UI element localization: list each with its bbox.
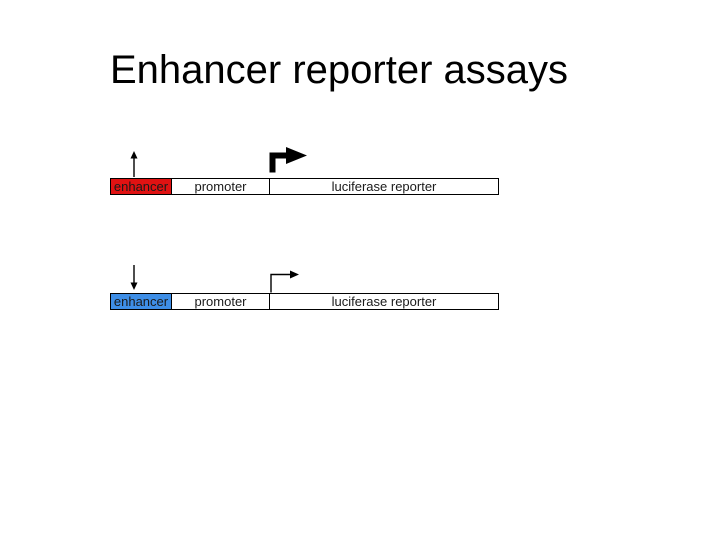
enhancer-box-inactive: enhancer xyxy=(111,294,172,309)
active-enhancer-construct: enhancer promoter luciferase reporter xyxy=(110,178,499,195)
enhancer-box-active: enhancer xyxy=(111,179,172,194)
strong-transcription-arrow-icon xyxy=(269,147,307,173)
inactive-enhancer-construct: enhancer promoter luciferase reporter xyxy=(110,293,499,310)
promoter-box: promoter xyxy=(172,294,270,309)
luciferase-reporter-box: luciferase reporter xyxy=(331,294,437,309)
down-arrow-icon xyxy=(130,265,138,290)
up-arrow-icon xyxy=(130,151,138,177)
luciferase-reporter-box: luciferase reporter xyxy=(331,179,437,194)
promoter-box: promoter xyxy=(172,179,270,194)
weak-transcription-arrow-icon xyxy=(270,270,299,293)
slide-title: Enhancer reporter assays xyxy=(110,48,569,92)
